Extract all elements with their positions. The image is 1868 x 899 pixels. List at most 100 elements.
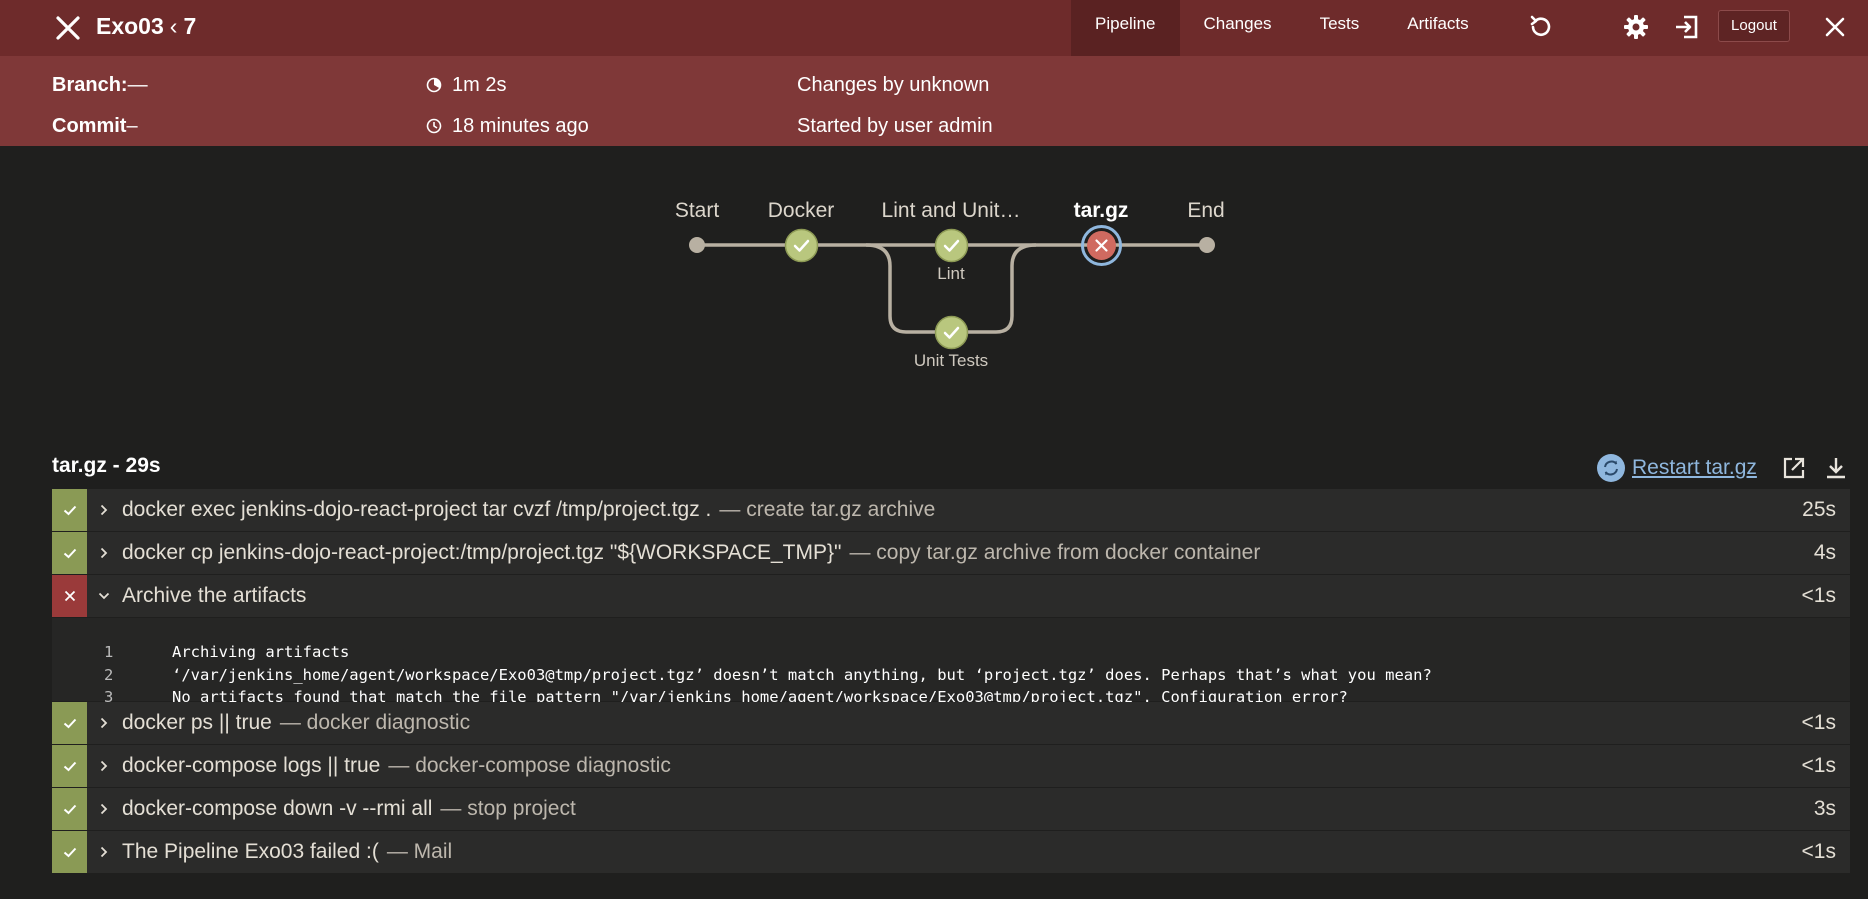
log-line-text: ‘/var/jenkins_home/agent/workspace/Exo03… (172, 666, 1432, 684)
pipeline-connectors (697, 243, 1207, 334)
check-icon (793, 239, 810, 252)
step-duration: <1s (1801, 754, 1836, 777)
parallel-label-unit-tests[interactable]: Unit Tests (913, 351, 989, 370)
step-duration: 3s (1813, 797, 1836, 820)
step-row[interactable]: docker ps || true — docker diagnostic <1s (52, 702, 1850, 745)
check-icon (943, 239, 960, 252)
parallel-label-lint[interactable]: Lint (937, 264, 965, 283)
step-row[interactable]: docker exec jenkins-dojo-react-project t… (52, 489, 1850, 532)
chevron-right-icon[interactable] (98, 504, 110, 516)
step-cmd-text: docker-compose down -v --rmi all (122, 797, 433, 820)
step-command: docker exec jenkins-dojo-react-project t… (122, 498, 935, 522)
stage-node-targz[interactable] (1081, 225, 1122, 266)
start-node (689, 237, 705, 253)
step-status-success (52, 532, 87, 574)
step-row[interactable]: docker-compose down -v --rmi all — stop p… (52, 788, 1850, 831)
chevron-right-icon[interactable] (98, 803, 110, 815)
check-icon (63, 548, 76, 559)
tab-pipeline[interactable]: Pipeline (1071, 0, 1180, 56)
stage-node-docker[interactable] (784, 228, 819, 263)
logout-button[interactable]: Logout (1718, 10, 1790, 42)
close-icon[interactable] (54, 14, 82, 42)
log-line: 2‘/var/jenkins_home/agent/workspace/Exo0… (52, 648, 1850, 684)
step-command: The Pipeline Exo03 failed :( — Mail (122, 840, 452, 864)
stage-node-unit-tests[interactable] (934, 315, 969, 350)
step-cmd-text: docker exec jenkins-dojo-react-project t… (122, 498, 712, 521)
step-command: docker ps || true — docker diagnostic (122, 711, 470, 735)
commit-value: – (126, 115, 138, 137)
rerun-icon[interactable] (1525, 12, 1555, 42)
step-cmd-text: docker ps || true (122, 711, 272, 734)
tab-changes[interactable]: Changes (1203, 14, 1272, 33)
restart-stage-label[interactable]: Restart tar.gz (1632, 456, 1757, 479)
stage-label-lint-and-unit[interactable]: Lint and Unit… (881, 199, 1021, 222)
step-description: — copy tar.gz archive from docker contai… (849, 541, 1261, 564)
close-window-icon[interactable] (1821, 13, 1849, 41)
step-description: — docker-compose diagnostic (388, 754, 671, 777)
branch-info: Branch:— (52, 74, 148, 97)
open-in-classic-icon[interactable] (1672, 12, 1702, 42)
run-summary: Branch:— Commit– 1m 2s 18 minutes ago Ch… (0, 56, 1868, 146)
step-row[interactable]: docker-compose logs || true— docker-comp… (52, 745, 1850, 788)
restart-stage-button[interactable]: Restart tar.gz (1596, 451, 1757, 485)
stage-label-targz[interactable]: tar.gz (1073, 199, 1129, 222)
chevron-right-icon[interactable] (98, 846, 110, 858)
chevron-right-icon[interactable] (98, 760, 110, 772)
step-status-success (52, 831, 87, 873)
stage-node-lint[interactable] (934, 228, 969, 263)
step-status-failure (52, 575, 87, 617)
end-node (1199, 237, 1215, 253)
step-cmd-text: docker cp jenkins-dojo-react-project:/tm… (122, 541, 842, 564)
stage-label-start: Start (674, 199, 720, 222)
step-description: — stop project (440, 797, 576, 820)
check-icon (63, 718, 76, 729)
step-status-success (52, 702, 87, 744)
branch-value: — (127, 74, 148, 96)
step-list: docker exec jenkins-dojo-react-project t… (52, 489, 1850, 874)
stage-label-docker[interactable]: Docker (767, 199, 835, 222)
step-row[interactable]: The Pipeline Exo03 failed :(— Mail <1s (52, 831, 1850, 874)
step-description: — Mail (386, 840, 453, 863)
step-duration: 4s (1813, 541, 1836, 564)
gear-icon[interactable] (1621, 12, 1651, 42)
chevron-down-icon[interactable] (98, 590, 110, 602)
check-icon (63, 847, 76, 858)
step-status-success (52, 489, 87, 531)
started-by-info: Started by user admin (797, 115, 993, 137)
stage-details-title: tar.gz - 29s (52, 454, 161, 477)
step-row[interactable]: docker cp jenkins-dojo-react-project:/tm… (52, 532, 1850, 575)
download-icon[interactable] (1823, 455, 1849, 481)
check-icon (63, 505, 76, 516)
chevron-right-icon[interactable] (98, 547, 110, 559)
clock-icon (426, 118, 442, 134)
step-cmd-text: The Pipeline Exo03 failed :( (122, 840, 379, 863)
duration-info: 1m 2s (426, 74, 506, 97)
step-row-expanded[interactable]: Archive the artifacts <1s (52, 575, 1850, 618)
step-cmd-text: Archive the artifacts (122, 584, 307, 607)
step-duration: 25s (1802, 498, 1836, 521)
started-info: 18 minutes ago (426, 115, 589, 138)
step-command: docker-compose down -v --rmi all — stop p… (122, 797, 576, 821)
commit-label: Commit (52, 115, 127, 137)
top-bar: Exo03‹7 Pipeline Changes Tests Artifacts… (0, 0, 1868, 56)
main-nav: Pipeline Changes Tests Artifacts (1071, 0, 1493, 56)
open-in-new-window-icon[interactable] (1781, 455, 1807, 481)
step-duration: <1s (1801, 584, 1836, 607)
chevron-right-icon[interactable] (98, 717, 110, 729)
page-title: Exo03‹7 (96, 13, 196, 40)
changes-info: Changes by unknown (797, 74, 990, 96)
step-command: docker-compose logs || true— docker-comp… (122, 754, 671, 778)
step-description: — docker diagnostic (279, 711, 471, 734)
started-value: 18 minutes ago (452, 115, 589, 137)
tab-tests[interactable]: Tests (1319, 14, 1360, 33)
step-command: docker cp jenkins-dojo-react-project:/tm… (122, 541, 1260, 565)
check-icon (63, 804, 76, 815)
tab-artifacts[interactable]: Artifacts (1407, 14, 1469, 33)
step-duration: <1s (1801, 711, 1836, 734)
step-description: — create tar.gz archive (719, 498, 936, 521)
commit-info: Commit– (52, 115, 138, 138)
job-name[interactable]: Exo03 (96, 13, 164, 39)
x-icon (64, 590, 75, 602)
